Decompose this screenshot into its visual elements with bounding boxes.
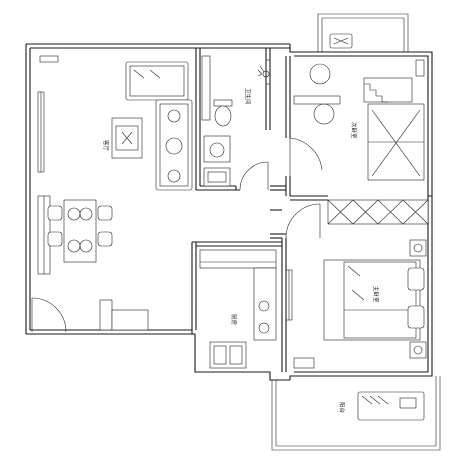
living-furniture: [31, 61, 193, 333]
kitchen-fixtures: [195, 249, 277, 369]
label-bathroom: 卫生间: [244, 88, 252, 105]
label-kitchen: 厨房: [230, 314, 238, 326]
label-balcony: 阳台: [338, 402, 346, 414]
label-master-bedroom: 主卧室: [372, 286, 380, 303]
wardrobe: [285, 199, 429, 239]
top-balcony: [317, 13, 409, 52]
bottom-balcony: [271, 376, 441, 451]
windows: [37, 55, 293, 321]
second-bedroom-furniture: [289, 59, 425, 181]
master-bedroom-furniture: [293, 239, 427, 369]
label-second-bedroom: 次卧室: [350, 122, 358, 139]
label-living: 客厅: [102, 140, 110, 152]
bathroom-fixtures: [201, 55, 270, 191]
interior-walls: [191, 48, 328, 372]
